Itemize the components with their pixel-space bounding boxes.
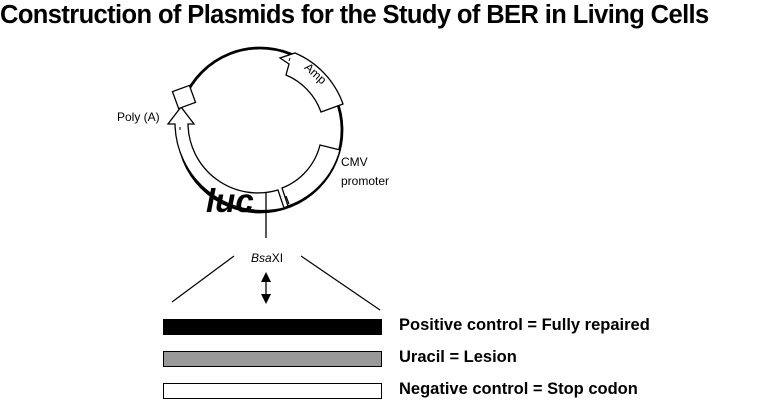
negative-control-bar [163, 383, 382, 399]
negative-control-label: Negative control = Stop codon [399, 380, 638, 398]
positive-control-bar [163, 319, 382, 335]
promoter-label: promoter [341, 174, 389, 188]
cmv-junction-mark [285, 195, 290, 205]
amp-segment [278, 52, 344, 113]
uracil-label: Uracil = Lesion [399, 348, 517, 366]
page-title: Construction of Plasmids for the Study o… [0, 1, 709, 29]
luc-segment [166, 105, 285, 212]
cmv-promoter-segment [281, 144, 341, 207]
bsaxi-label: BsaXI [251, 251, 283, 265]
double-arrow-up-head [261, 272, 271, 282]
positive-control-label: Positive control = Fully repaired [399, 316, 650, 334]
zoom-line-left [171, 255, 235, 303]
uracil-bar [163, 351, 382, 367]
luc-label: luc [206, 182, 254, 219]
zoom-line-right [300, 255, 381, 311]
poly-a-box [171, 84, 197, 110]
double-arrow-down-head [261, 294, 271, 304]
bsaxi-label-roman: XI [272, 251, 283, 265]
cmv-label: CMV [341, 155, 368, 169]
bsaxi-label-italic: Bsa [251, 251, 272, 265]
poly-a-label: Poly (A) [117, 110, 160, 124]
amp-tick-mark [288, 57, 291, 62]
